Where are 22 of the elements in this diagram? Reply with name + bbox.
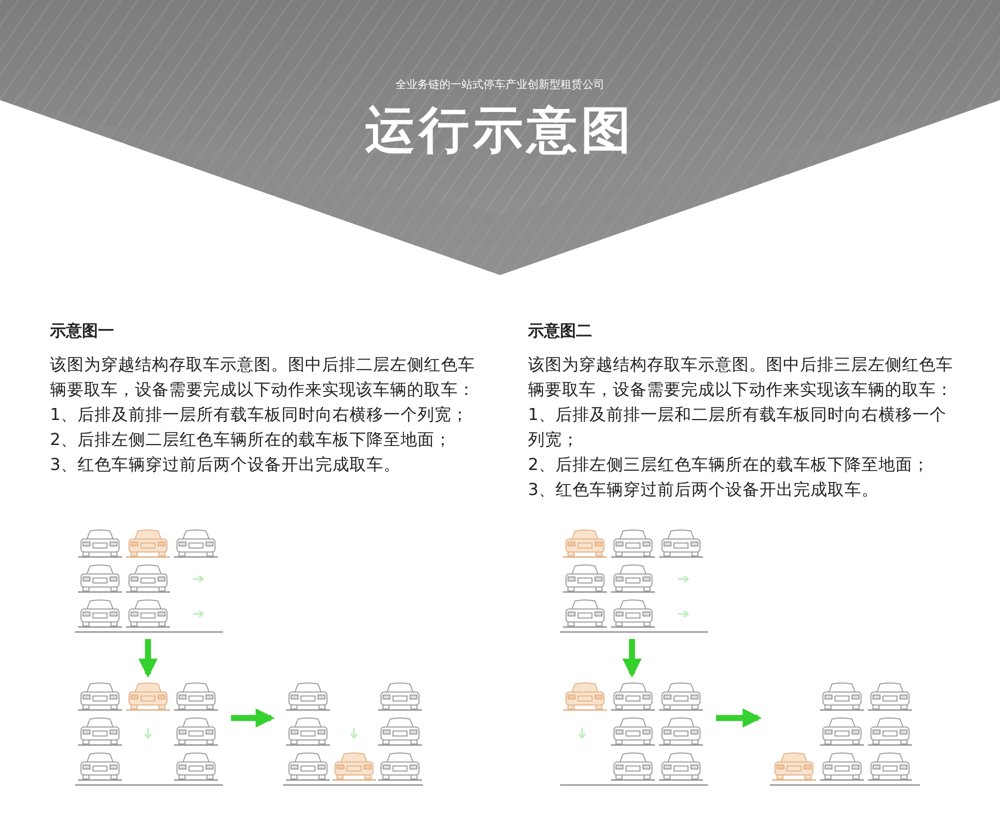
list-item: 3、红色车辆穿过前后两个设备开出完成取车。 bbox=[50, 454, 402, 476]
parking-rack-drawing bbox=[770, 680, 920, 786]
tagline: 全业务链的一站式停车产业创新型租赁公司 bbox=[394, 78, 606, 92]
parking-rack-drawing bbox=[75, 680, 223, 786]
parking-rack-drawing bbox=[75, 527, 223, 633]
paragraph: 该图为穿越结构存取车示意图。图中后排三层左侧红色车辆要取车，设备需要完成以下动作来实现该车辆的取车： bbox=[528, 354, 953, 401]
arrow bbox=[622, 639, 642, 678]
section-heading: 示意图一 bbox=[50, 320, 115, 342]
paragraph: 该图为穿越结构存取车示意图。图中后排二层左侧红色车辆要取车，设备需要完成以下动作来实现该车辆的取车： bbox=[50, 354, 475, 401]
parking-rack-drawing bbox=[560, 680, 708, 786]
parking-rack-drawing bbox=[283, 680, 423, 786]
arrow bbox=[231, 708, 275, 728]
parking-rack-drawing bbox=[560, 527, 708, 633]
list-item: 2、后排左侧二层红色车辆所在的载车板下降至地面； bbox=[50, 429, 452, 451]
arrow bbox=[716, 708, 762, 728]
list-item: 3、红色车辆穿过前后两个设备开出完成取车。 bbox=[528, 479, 880, 501]
list-item: 2、后排左侧三层红色车辆所在的载车板下降至地面； bbox=[528, 454, 930, 476]
page-title: 运行示意图 bbox=[364, 100, 636, 160]
list-item: 1、后排及前排一层和二层所有载车板同时向右横移一个列宽； bbox=[528, 404, 948, 451]
section-heading: 示意图二 bbox=[528, 320, 593, 342]
arrow bbox=[138, 639, 158, 678]
list-item: 1、后排及前排一层所有载车板同时向右横移一个列宽； bbox=[50, 404, 470, 426]
